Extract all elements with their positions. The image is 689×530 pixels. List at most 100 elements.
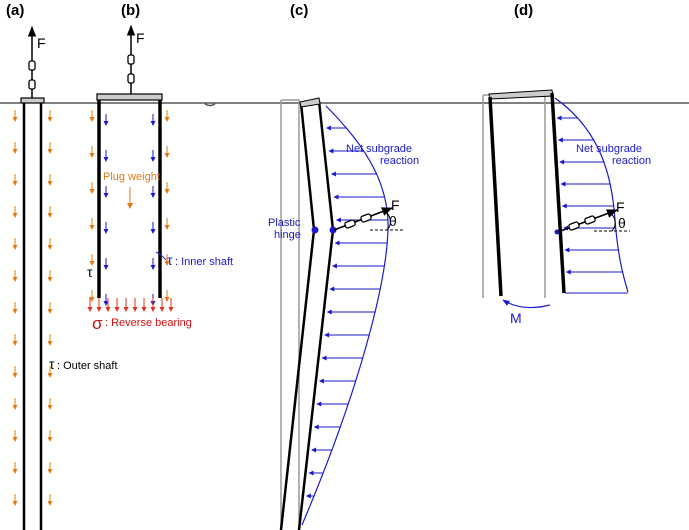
pile-d-right-wall [550,92,566,294]
subgrade-reaction-arrow [559,159,604,165]
shaft-friction-arrow [164,182,170,194]
ground-mark [204,103,216,107]
outer-shaft-label: : Outer shaft [57,360,118,372]
net-subgrade-label-c-1: Net subgrade [346,143,412,155]
shaft-friction-arrow [12,462,18,474]
shaft-friction-arrow [47,142,53,154]
shaft-friction-arrow [89,146,95,158]
shaft-friction-arrow [12,366,18,378]
shaft-friction-arrow [164,146,170,158]
plastic-hinge-point [311,226,319,234]
subgrade-reaction-arrow [316,401,349,407]
panel-label-c: (c) [290,2,308,19]
subgrade-reaction-arrow [334,240,388,246]
shaft-friction-arrow [12,430,18,442]
subgrade-reaction-arrow [324,332,370,338]
theta-label-d: θ [618,215,626,231]
chain-link [344,219,356,229]
shaft-friction-arrow [89,218,95,230]
inner-friction-arrow [150,114,156,126]
subgrade-reaction-arrow [333,194,385,200]
shaft-friction-arrow [164,254,170,266]
reverse-bearing-arrow [105,298,111,312]
shaft-friction-arrow [12,398,18,410]
chain-link [28,60,36,71]
outer-friction-arrows-a [12,110,53,506]
tau-symbol-outer: τ [49,356,55,372]
inner-shaft-label: : Inner shaft [175,256,233,268]
shaft-friction-arrow [47,302,53,314]
angle-arc-d [609,212,616,232]
shaft-friction-arrow [12,494,18,506]
subgrade-reaction-arrow [565,269,623,275]
shaft-friction-arrow [12,142,18,154]
pile-c-left-wall [279,102,316,530]
panel-label-a: (a) [6,2,24,19]
panel-a: F τ : Outer shaft [12,25,118,530]
subgrade-reaction-arrow [556,115,578,121]
inner-friction-arrow [103,294,109,306]
subgrade-reaction-arrow [321,355,363,361]
force-label-c: F [391,197,400,213]
angle-arc-c [383,210,391,231]
reverse-bearing-arrow [141,298,147,312]
panel-label-b: (b) [121,2,140,19]
inner-friction-arrow [150,222,156,234]
subgrade-reaction-arrow [313,424,341,430]
inner-shaft-leader [155,251,167,261]
shaft-friction-arrow [89,110,95,122]
shaft-friction-arrow [47,110,53,122]
inner-friction-arrow [150,258,156,270]
subgrade-reaction-arrow [331,263,385,269]
net-subgrade-label-c-2: reaction [380,155,419,167]
pile-d-left-wall [488,96,503,297]
shaft-friction-arrow [12,302,18,314]
chain-link [568,221,580,231]
subgrade-reaction-arrow [330,171,377,177]
sigma-symbol: σ [92,314,103,333]
reverse-bearing-arrow [114,298,120,312]
inner-friction-arrow [103,150,109,162]
plug-weight-arrowhead [127,203,133,209]
shaft-friction-arrow [164,110,170,122]
shaft-friction-arrow [164,218,170,230]
subgrade-reaction-arrow [311,447,332,453]
net-subgrade-reaction-curve-c [301,105,389,526]
chain-link [584,215,596,225]
shaft-friction-arrow [47,206,53,218]
subgrade-reaction-arrow [564,247,619,253]
subgrade-reaction-arrow [328,148,364,154]
load-point-d [554,229,560,235]
net-subgrade-label-d-2: reaction [612,155,651,167]
net-subgrade-label-d-1: Net subgrade [576,143,642,155]
moment-arrow [502,299,551,309]
pile-c-cap [299,97,321,108]
inner-friction-arrow [103,222,109,234]
inner-friction-arrow [150,186,156,198]
theta-label-c: θ [389,213,397,229]
pile-a-cap [20,97,45,104]
shaft-friction-arrow [47,174,53,186]
chain-link [127,54,135,65]
reverse-bearing-label: : Reverse bearing [105,317,192,329]
pile-d-cap [488,89,554,100]
subgrade-reaction-arrow [318,378,356,384]
subgrade-reaction-arrows-c [305,125,388,499]
inner-friction-arrow [150,150,156,162]
chain-link [360,213,372,223]
shaft-friction-arrow [12,270,18,282]
tau-symbol-b: τ [87,264,93,280]
plastic-hinge-label-1: Plastic [268,217,301,229]
panel-label-d: (d) [514,2,533,19]
shaft-friction-arrow [12,206,18,218]
shaft-friction-arrow [164,290,170,302]
inner-friction-arrow [103,114,109,126]
panel-d: Net subgrade reaction F θ M [482,89,651,326]
subgrade-reaction-arrow [325,125,347,131]
shaft-friction-arrow [47,494,53,506]
force-label-a: F [37,35,46,51]
shaft-friction-arrow [12,110,18,122]
subgrade-reaction-arrow [326,309,376,315]
shaft-friction-arrow [89,290,95,302]
